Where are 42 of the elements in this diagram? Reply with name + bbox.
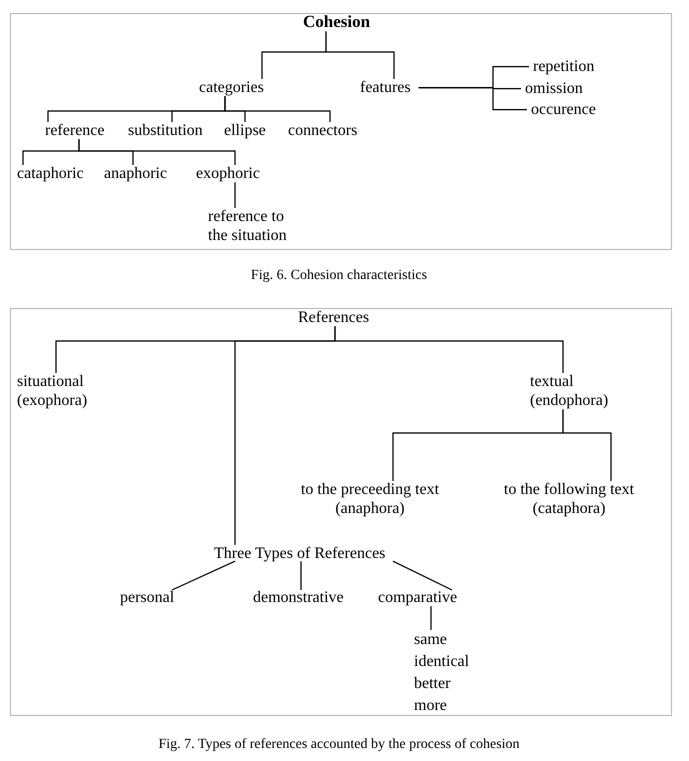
concept-label: cataphoric — [17, 164, 84, 184]
concept-label: anaphoric — [104, 164, 168, 184]
root-label: Cohesion — [303, 12, 370, 32]
connector-line — [224, 96, 331, 122]
connector-line — [300, 561, 302, 590]
connector-line — [172, 560, 236, 591]
concept-label: to the preceeding text (anaphora) — [287, 480, 453, 518]
connector-line — [78, 139, 236, 165]
connector-line — [430, 606, 432, 630]
concept-label: connectors — [288, 121, 358, 140]
figure-frame — [10, 308, 672, 716]
connector-line — [325, 31, 395, 79]
concept-label: textual (endophora) — [530, 372, 616, 410]
connector-line — [234, 182, 236, 208]
figure-caption: Fig. 6. Cohesion characteristics — [250, 268, 428, 284]
concept-label: Three Types of References — [214, 544, 386, 564]
concept-label: occurence — [531, 100, 596, 120]
concept-label: categories — [199, 78, 264, 98]
connector-line — [418, 87, 527, 110]
concept-label: omission — [525, 79, 583, 98]
connector-line — [392, 560, 452, 591]
concept-label: features — [360, 78, 411, 98]
list-item-text: identical — [414, 652, 470, 672]
concept-label: situational (exophora) — [17, 372, 107, 410]
connector-line — [562, 409, 612, 481]
list-item-text: more — [414, 696, 448, 716]
figure-frame — [10, 13, 672, 250]
concept-label: exophoric — [196, 164, 260, 184]
concept-label: reference — [45, 121, 104, 140]
concept-label: repetition — [533, 57, 594, 76]
concept-label: personal — [120, 588, 174, 608]
figure-caption: Fig. 7. Types of references accounted by the process of cohesion — [158, 737, 520, 753]
concept-label: References — [298, 308, 370, 328]
connector-line — [334, 326, 564, 373]
concept-label: reference to the situation — [208, 207, 299, 246]
concept-label: comparative — [378, 588, 458, 608]
concept-label: to the following text (cataphora) — [490, 480, 648, 518]
concept-label: demonstrative — [253, 588, 344, 608]
concept-label: substitution — [128, 121, 203, 140]
list-item-text: same — [414, 630, 448, 650]
list-item-text: better — [414, 674, 452, 694]
concept-label: ellipse — [224, 121, 266, 140]
